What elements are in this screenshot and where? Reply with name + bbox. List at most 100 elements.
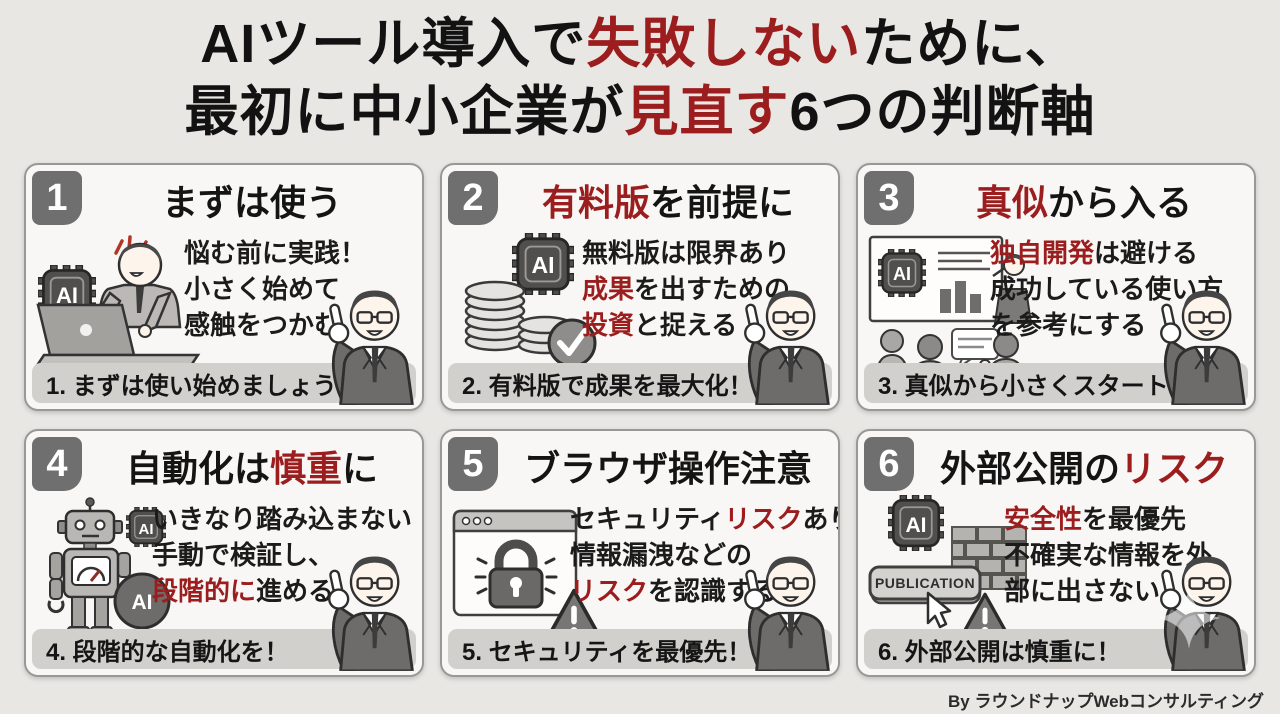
cursor-icon [926,591,952,629]
svg-text:PUBLICATION: PUBLICATION [875,575,975,591]
padlock-icon [488,539,544,609]
ai-chip-icon: AI [512,233,574,295]
caption-text: 5. セキュリティを最優先！ [462,638,752,666]
text-segment: AIツール導入で [200,14,587,74]
caption-text: 2. 有料版で成果を最大化！ [462,372,753,400]
text-segment: は避ける [1094,238,1199,268]
page-title-line-2: 最初に中小企業が見直す6つの判断軸 [0,78,1280,146]
card-body-text: 安全性を最優先 不確実な情報を外 部に出さない [1004,501,1252,609]
text-segment: 最初に中小企業が [184,82,625,142]
highlighted-text-segment: リスク [1120,448,1229,489]
card-number-badge: 4 [32,437,82,491]
highlighted-text-segment: 真似 [975,182,1048,223]
svg-text:AI: AI [139,521,154,538]
text-segment: あり [802,504,838,534]
card-3-imitate: 3 真似から入る 独自開発は避ける 成功している使い方 を参考にする AI [856,163,1256,411]
body-line: 成果を出すための [582,271,836,307]
card-body-text: セキュリティリスクあり 情報漏洩などの リスクを認識する [570,501,838,609]
ai-chip-icon: AI [888,495,944,551]
footer-credit: By ラウンドナップWebコンサルティング [947,692,1264,711]
body-line: 成功している使い方 [990,271,1252,307]
text-segment: いきなり踏み込まない [152,504,413,534]
card-6-publication-risk: 6 外部公開のリスク 安全性を最優先 不確実な情報を外 部に出さない AI [856,429,1256,677]
card-number-badge: 2 [448,171,498,225]
robot-illustration: AI AI [47,497,171,637]
svg-text:AI: AI [132,591,153,614]
highlighted-text-segment: 失敗しない [586,14,862,74]
emphasis-lines-icon [474,557,558,595]
text-segment: に [342,448,379,489]
body-line: 安全性を最優先 [1004,501,1252,537]
text-segment: 感触をつかむ [184,310,341,340]
presenter-icon [992,254,1033,324]
publication-button-icon: PUBLICATION [868,565,982,605]
text-segment: セキュリティ [570,504,725,534]
svg-text:AI: AI [532,252,555,278]
chart-lines-icon [938,251,990,271]
body-line: 小さく始めて [184,271,420,307]
pointing-consultant-icon [732,525,836,675]
body-line: いきなり踏み込まない [152,501,420,537]
highlighted-text-segment: 安全性 [1004,504,1083,534]
card-title: 有料版を前提に [502,173,834,227]
text-segment: 自動化は [125,448,270,489]
pointing-consultant-icon [732,259,836,409]
card-number-badge: 6 [864,437,914,491]
text-segment: ために、 [861,14,1080,74]
caption-text: 1. まずは使い始めましょう！ [46,372,361,400]
text-segment: 悩む前に実践！ [184,238,367,268]
text-segment: ブラウザ操作注意 [523,448,812,489]
bar-chart-icon [940,281,981,313]
publication-illustration: AI PUBLICATION [868,495,1027,640]
browser-security-illustration [452,509,603,642]
highlighted-text-segment: 独自開発 [990,238,1095,268]
pointing-consultant-icon [316,259,420,409]
highlighted-text-segment: 投資 [582,310,635,340]
ai-chip-icon: AI [878,249,926,297]
highlighted-text-segment: リスク [570,576,649,606]
highlighted-text-segment: 段階的に [152,576,257,606]
text-segment: 外部公開の [939,448,1120,489]
sparkle-watermark-icon [1158,587,1220,649]
card-body-text: 独自開発は避ける 成功している使い方 を参考にする [990,235,1252,343]
text-segment: から入る [1048,182,1193,223]
highlighted-text-segment: 慎重 [269,448,342,489]
body-line: 部に出さない [1004,573,1252,609]
card-grid: 1 まずは使う 悩む前に実践！ 小さく始めて 感触をつかむ AI [24,163,1256,677]
body-line: 段階的に進める [152,573,420,609]
body-line: 手動で検証し、 [152,537,420,573]
card-4-cautious-automation: 4 自動化は慎重に いきなり踏み込まない 手動で検証し、 段階的に進める [24,429,424,677]
highlighted-text-segment: リスク [724,504,803,534]
text-segment: 不確実な情報を外 [1004,540,1213,570]
caption-text: 3. 真似から小さくスタート！ [878,372,1193,400]
card-title: ブラウザ操作注意 [502,439,834,493]
card-body-text: 悩む前に実践！ 小さく始めて 感触をつかむ [184,235,420,343]
robot-icon [47,497,131,637]
card-title: 真似から入る [918,173,1250,227]
text-segment: を前提に [650,182,795,223]
text-segment: と捉える [634,310,738,340]
card-1-try-first: 1 まずは使う 悩む前に実践！ 小さく始めて 感触をつかむ AI [24,163,424,411]
highlighted-text-segment: 有料版 [541,182,650,223]
ai-chip-icon: AI [126,507,166,547]
text-segment: を最優先 [1082,504,1187,534]
pointing-consultant-icon [1148,259,1252,409]
body-line: 投資と捉える [582,307,836,343]
text-segment: 6つの判断軸 [789,82,1096,142]
body-line: 独自開発は避ける [990,235,1252,271]
svg-text:AI: AI [56,283,78,308]
body-line: セキュリティリスクあり [570,501,838,537]
text-segment: 無料版は限界あり [582,238,791,268]
card-5-browser-caution: 5 ブラウザ操作注意 セキュリティリスクあり 情報漏洩などの リスクを認識する [440,429,840,677]
page-title: AIツール導入で失敗しないために、 最初に中小企業が見直す6つの判断軸 [0,10,1280,146]
card-body-text: 無料版は限界あり 成果を出すための 投資と捉える [582,235,836,343]
text-segment: 小さく始めて [184,274,341,304]
highlighted-text-segment: 見直す [624,82,790,142]
card-number-badge: 5 [448,437,498,491]
card-2-paid-version: 2 有料版を前提に 無料版は限界あり 成果を出すための 投資と捉える AI [440,163,840,411]
checkmark-circle-icon [547,318,597,368]
svg-text:AI: AI [893,264,911,284]
card-number-badge: 1 [32,171,82,225]
text-segment: まずは使う [161,182,342,223]
ai-circle-icon: AI [113,572,171,630]
